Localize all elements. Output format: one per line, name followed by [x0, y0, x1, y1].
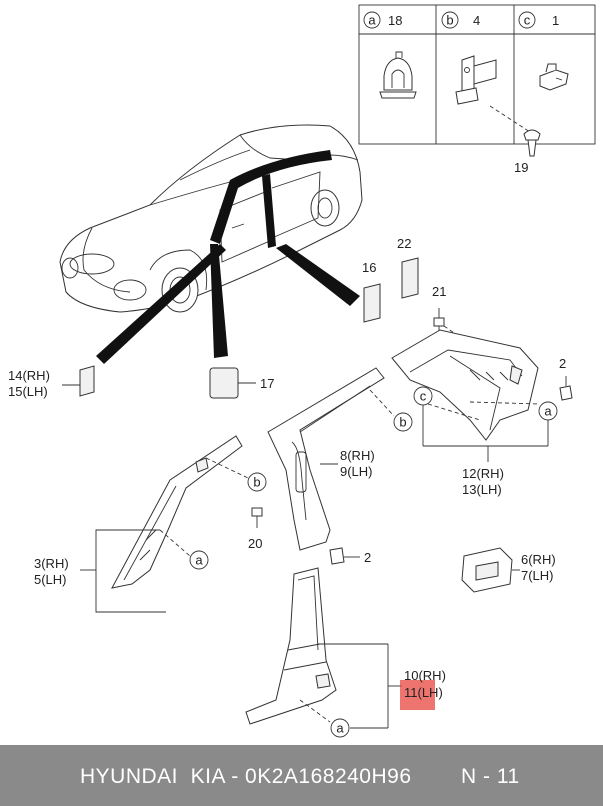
legend-table: a 18 b 4 c 1 [358, 4, 596, 145]
bolt-21: 21 [432, 284, 521, 379]
part-10-11: a 10(RH) 11(LH) [245, 567, 446, 738]
legend-c-qty: 1 [552, 13, 559, 28]
callout-8: 8(RH) [340, 448, 375, 463]
footer-part-number: HYUNDAI KIA - 0K2A168240H96 [80, 765, 412, 788]
callout-9: 9(LH) [340, 464, 373, 479]
clip-b-drawing [455, 55, 497, 105]
circle-c-letter: c [420, 389, 427, 404]
callout-2-top: 2 [559, 356, 566, 371]
callout-15: 15(LH) [8, 384, 48, 399]
legend-b-qty: 4 [473, 13, 480, 28]
callout-7: 7(LH) [521, 568, 554, 583]
circle-a-rear-letter: a [544, 404, 552, 419]
circle-b-apillar [247, 472, 267, 492]
legend-a-letter: a [368, 13, 376, 28]
callout-17: 17 [260, 376, 274, 391]
legend-a-circle [363, 11, 381, 29]
circle-a-lower-letter: a [336, 721, 344, 736]
clip-2-top: 2 [559, 356, 573, 401]
legend-b-circle [441, 11, 459, 29]
callout-2-mid: 2 [364, 550, 371, 565]
callout-10: 10(RH) [404, 668, 446, 683]
clip-c-drawing [539, 63, 569, 91]
part-14-15: 14(RH) 15(LH) [8, 365, 95, 399]
circle-b-pillar [393, 412, 413, 432]
circle-a-rear [538, 401, 558, 421]
part-12-13: c a 12(RH) 13(LH) [391, 329, 558, 497]
bolt-20: 20 [248, 507, 263, 551]
callout-13: 13(LH) [462, 482, 502, 497]
part-17: 17 [209, 367, 274, 399]
callout-5: 5(LH) [34, 572, 67, 587]
circle-a-apillar-letter: a [195, 553, 203, 568]
callout-19: 19 [514, 160, 528, 175]
legend-b-letter: b [446, 13, 453, 28]
footer-page-code: N - 11 [461, 765, 520, 788]
legend-a-qty: 18 [388, 13, 402, 28]
part-8-9: b 8(RH) 9(LH) [267, 367, 413, 551]
callout-16: 16 [362, 260, 376, 275]
circle-b-apillar-letter: b [253, 475, 260, 490]
callout-6: 6(RH) [521, 552, 556, 567]
circle-a-lower [330, 718, 350, 738]
clip-a-drawing [379, 51, 417, 99]
screw-19: 19 [514, 129, 541, 175]
part-16: 16 [362, 260, 381, 323]
callout-12: 12(RH) [462, 466, 504, 481]
circle-a-apillar [189, 550, 209, 570]
target-part-highlight [400, 680, 435, 710]
callout-21: 21 [432, 284, 446, 299]
part-6-7: 6(RH) 7(LH) [461, 547, 556, 593]
legend-c-letter: c [524, 13, 531, 28]
callout-14: 14(RH) [8, 368, 50, 383]
legend-c-circle [518, 11, 536, 29]
callout-20: 20 [248, 536, 262, 551]
footer-bar: HYUNDAI KIA - 0K2A168240H96 N - 11 [0, 745, 603, 806]
callout-11: 11(LH) [404, 685, 443, 700]
part-3-5: b a 3(RH) 5(LH) [34, 435, 267, 613]
parts-diagram: a 18 b 4 c 1 19 [8, 4, 596, 738]
callout-22: 22 [397, 236, 411, 251]
clip-2-mid: 2 [329, 547, 371, 565]
legend-border [358, 4, 596, 145]
circle-b-pillar-letter: b [399, 415, 406, 430]
car-body [59, 124, 363, 364]
callout-3: 3(RH) [34, 556, 69, 571]
part-22: 22 [397, 236, 419, 299]
